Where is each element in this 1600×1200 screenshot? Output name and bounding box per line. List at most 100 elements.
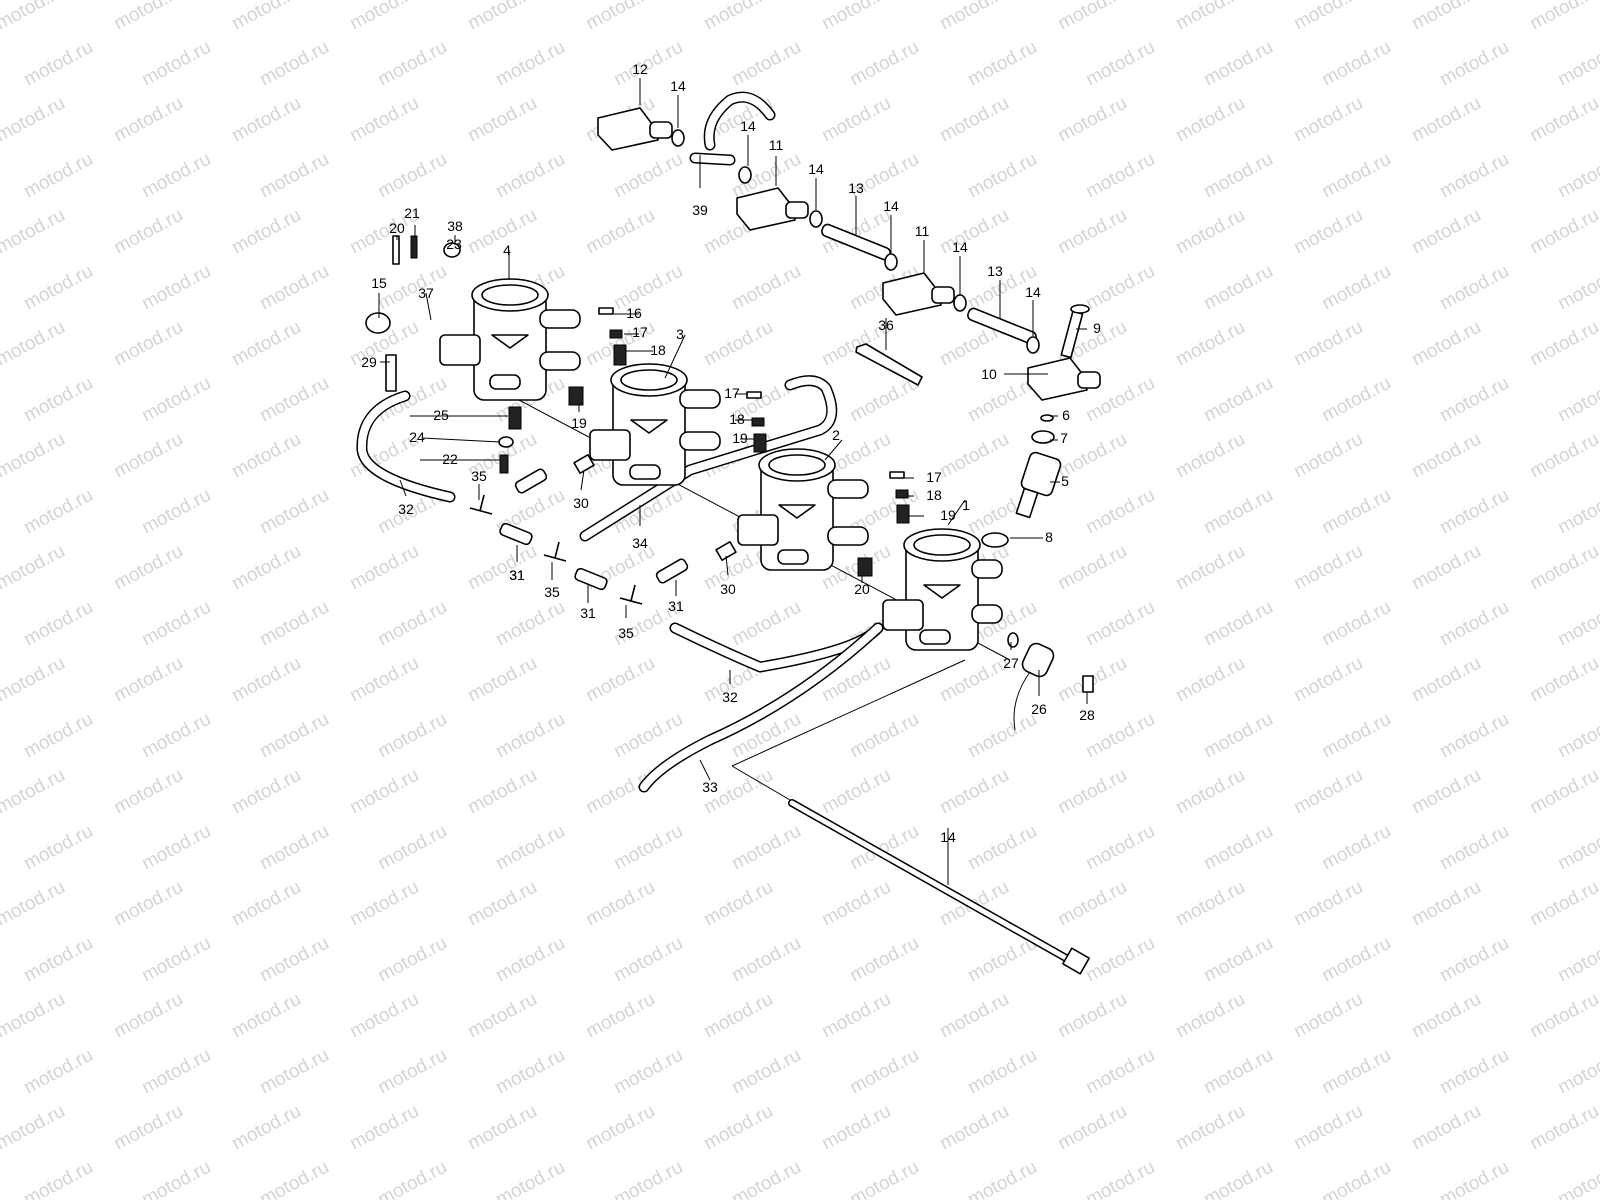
callout-label: 35 xyxy=(471,468,487,484)
callout-label: 31 xyxy=(509,567,525,583)
injector-5 xyxy=(981,414,1062,548)
watermark-text: motod.ru xyxy=(464,0,540,34)
watermark-text: motod.ru xyxy=(1436,37,1512,91)
watermark-text: motod.ru xyxy=(1318,485,1394,539)
watermark-text: motod.ru xyxy=(1526,0,1600,34)
watermark-text: motod.ru xyxy=(1172,653,1248,707)
watermark-text: motod.ru xyxy=(936,765,1012,819)
callout-label: 26 xyxy=(1031,701,1047,717)
watermark-text: motod.ru xyxy=(610,149,686,203)
watermark-text: motod.ru xyxy=(1054,765,1130,819)
watermark-text: motod.ru xyxy=(1290,93,1366,147)
watermark-text: motod.ru xyxy=(464,93,540,147)
watermark-text: motod.ru xyxy=(1172,877,1248,931)
watermark-text: motod.ru xyxy=(936,653,1012,707)
watermark-text: motod.ru xyxy=(936,429,1012,483)
watermark-text: motod.ru xyxy=(1408,877,1484,931)
watermark-text: motod.ru xyxy=(1054,205,1130,259)
watermark-text: motod.ru xyxy=(818,0,894,34)
watermark-text: motod.ru xyxy=(464,541,540,595)
watermark-text: motod.ru xyxy=(1554,821,1600,875)
watermark-text: motod.ru xyxy=(374,821,450,875)
watermark-text: motod.ru xyxy=(1172,317,1248,371)
watermark-text: motod.ru xyxy=(1526,989,1600,1043)
watermark-text: motod.ru xyxy=(346,765,422,819)
watermark-text: motod.ru xyxy=(1554,261,1600,315)
callout-label: 5 xyxy=(1061,473,1069,489)
bracket-12 xyxy=(597,107,673,151)
callout-label: 14 xyxy=(740,118,756,134)
watermark-text: motod.ru xyxy=(138,933,214,987)
watermark-text: motod.ru xyxy=(138,1157,214,1200)
watermark-text: motod.ru xyxy=(582,877,658,931)
watermark-text: motod.ru xyxy=(1200,821,1276,875)
watermark-text: motod.ru xyxy=(846,709,922,763)
watermark-text: motod.ru xyxy=(0,317,69,371)
callout-label: 10 xyxy=(981,366,997,382)
callout-label: 19 xyxy=(940,507,956,523)
bracket-10 xyxy=(1027,357,1101,401)
callout-label: 11 xyxy=(769,137,784,153)
watermark-text: motod.ru xyxy=(1290,317,1366,371)
watermark-text: motod.ru xyxy=(1172,93,1248,147)
watermark-text: motod.ru xyxy=(1172,429,1248,483)
watermark-text: motod.ru xyxy=(1554,1045,1600,1099)
watermark-text: motod.ru xyxy=(228,317,304,371)
watermark-text: motod.ru xyxy=(1054,541,1130,595)
callout-label: 19 xyxy=(732,430,748,446)
watermark-text: motod.ru xyxy=(228,653,304,707)
watermark-text: motod.ru xyxy=(728,1157,804,1200)
watermark-text: motod.ru xyxy=(582,1101,658,1155)
watermark-text: motod.ru xyxy=(1526,317,1600,371)
watermark-text: motod.ru xyxy=(610,261,686,315)
watermark-text: motod.ru xyxy=(20,709,96,763)
throttle-body-3 xyxy=(589,363,721,486)
o-rings-14 xyxy=(671,129,1040,354)
watermark-text: motod.ru xyxy=(138,597,214,651)
watermark-text: motod.ru xyxy=(138,485,214,539)
watermark-text: motod.ru xyxy=(1200,597,1276,651)
watermark-text: motod.ru xyxy=(1436,149,1512,203)
watermark-text: motod.ru xyxy=(1172,1101,1248,1155)
callout-label: 18 xyxy=(926,487,942,503)
watermark-text: motod.ru xyxy=(1172,541,1248,595)
watermark-text: motod.ru xyxy=(464,653,540,707)
callout-label: 18 xyxy=(729,411,745,427)
watermark-text: motod.ru xyxy=(228,0,304,34)
bracket-11-upper xyxy=(736,187,809,231)
watermark-text: motod.ru xyxy=(1408,205,1484,259)
watermark-text: motod.ru xyxy=(610,1045,686,1099)
watermark-text: motod.ru xyxy=(818,877,894,931)
watermark-text: motod.ru xyxy=(256,1045,332,1099)
watermark-text: motod.ru xyxy=(700,877,776,931)
watermark-text: motod.ru xyxy=(492,1045,568,1099)
watermark-text: motod.ru xyxy=(1290,205,1366,259)
watermark-text: motod.ru xyxy=(1082,37,1158,91)
callout-label: 21 xyxy=(404,205,420,221)
watermark-text: motod.ru xyxy=(1318,1045,1394,1099)
watermark-text: motod.ru xyxy=(1526,93,1600,147)
watermark-text: motod.ru xyxy=(610,1157,686,1200)
callout-label: 14 xyxy=(1025,284,1041,300)
callout-label: 25 xyxy=(433,407,449,423)
watermark-text: motod.ru xyxy=(936,1101,1012,1155)
watermark-text: motod.ru xyxy=(492,1157,568,1200)
watermark-text: motod.ru xyxy=(582,765,658,819)
watermark-text: motod.ru xyxy=(1200,709,1276,763)
throttle-body-1 xyxy=(882,528,1003,651)
callout-label: 31 xyxy=(580,605,596,621)
watermark-text: motod.ru xyxy=(1318,373,1394,427)
watermark-text: motod.ru xyxy=(256,149,332,203)
callout-label: 16 xyxy=(626,305,642,321)
callout-label: 35 xyxy=(544,584,560,600)
watermark-text: motod.ru xyxy=(964,821,1040,875)
watermark-text: motod.ru xyxy=(1526,541,1600,595)
watermark-text: motod.ru xyxy=(1408,93,1484,147)
watermark-text: motod.ru xyxy=(1200,37,1276,91)
watermark-text: motod.ru xyxy=(228,877,304,931)
watermark-text: motod.ru xyxy=(1290,429,1366,483)
watermark-text: motod.ru xyxy=(818,653,894,707)
callout-label: 38 xyxy=(447,218,463,234)
watermark-text: motod.ru xyxy=(582,989,658,1043)
watermark-text: motod.ru xyxy=(1408,989,1484,1043)
